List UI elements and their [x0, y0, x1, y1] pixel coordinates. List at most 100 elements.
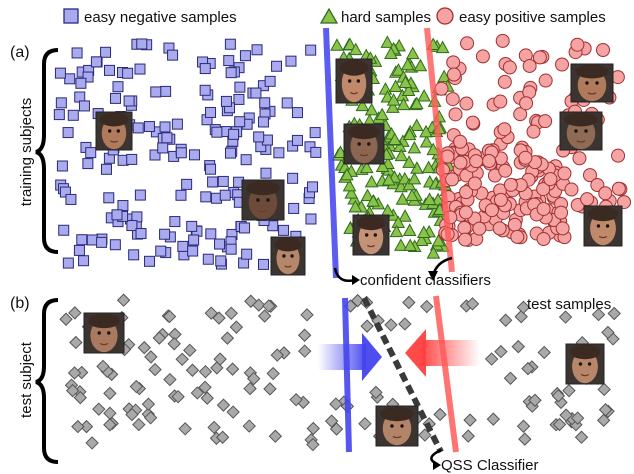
test-diamond-icon: [562, 383, 576, 398]
negative-square-icon: [291, 134, 303, 146]
legend-easy-negative: easy negative samples: [84, 9, 237, 26]
test-diamond-icon: [465, 297, 480, 311]
positive-circle-icon: [538, 114, 553, 129]
test-diamond-icon: [306, 421, 320, 436]
negative-square-icon: [78, 255, 90, 267]
negative-square-icon: [78, 100, 90, 112]
test-diamond-icon: [329, 422, 344, 436]
positive-circle-icon: [617, 195, 632, 210]
negative-square-icon: [103, 64, 115, 76]
hard-triangle-icon: [375, 107, 390, 121]
negative-square-icon: [310, 146, 322, 158]
negative-square-icon: [71, 47, 83, 59]
negative-square-icon: [86, 234, 98, 246]
test-diamond-icon: [596, 413, 611, 428]
negative-square-icon: [228, 128, 240, 140]
blue-shift-arrow-icon: [318, 333, 382, 381]
positive-circle-icon: [484, 203, 499, 218]
negative-square-icon: [251, 44, 263, 56]
legend-circle-icon: [436, 7, 454, 25]
hard-triangle-icon: [378, 82, 393, 95]
positive-circle-icon: [522, 58, 537, 73]
negative-square-icon: [187, 245, 199, 257]
negative-square-icon: [234, 116, 246, 128]
test-diamond-icon: [129, 379, 144, 394]
negative-square-icon: [224, 147, 236, 159]
positive-circle-icon: [497, 122, 512, 137]
negative-square-icon: [205, 163, 217, 175]
hard-triangle-icon: [388, 79, 403, 93]
test-diamond-icon: [266, 366, 280, 381]
positive-circle-icon: [510, 229, 525, 244]
negative-square-icon: [175, 189, 187, 201]
negative-square-icon: [85, 147, 97, 159]
hard-triangle-icon: [435, 40, 450, 54]
positive-circle-icon: [459, 96, 474, 111]
face-photo-icon: [352, 214, 390, 256]
test-diamond-icon: [398, 317, 412, 331]
face-hair: [274, 237, 302, 252]
test-diamond-icon: [268, 429, 283, 443]
test-diamond-icon: [116, 293, 131, 307]
test-diamond-icon: [486, 412, 501, 426]
hard-triangle-icon: [416, 225, 431, 238]
negative-square-icon: [167, 49, 179, 61]
hard-triangle-icon: [407, 140, 422, 154]
negative-square-icon: [175, 147, 187, 159]
test-diamond-icon: [190, 386, 205, 400]
face-hair: [356, 215, 386, 231]
face-mouth: [284, 265, 292, 268]
face-hair: [569, 344, 601, 360]
test-diamond-icon: [243, 381, 257, 396]
negative-square-icon: [304, 141, 316, 153]
negative-square-icon: [177, 240, 189, 252]
negative-square-icon: [278, 224, 290, 236]
negative-square-icon: [258, 258, 270, 270]
positive-circle-icon: [446, 67, 461, 82]
test-diamond-icon: [143, 411, 158, 425]
negative-square-icon: [239, 222, 251, 234]
negative-square-icon: [291, 107, 303, 119]
test-diamond-icon: [167, 337, 181, 351]
negative-square-icon: [90, 56, 102, 68]
test-diamond-icon: [552, 417, 567, 432]
negative-square-icon: [225, 67, 237, 79]
test-diamond-icon: [324, 414, 339, 428]
panel-b-tag: (b): [10, 295, 30, 312]
face-eye: [584, 129, 588, 133]
negative-square-icon: [273, 147, 285, 159]
positive-circle-icon: [543, 172, 558, 187]
hard-triangle-icon: [402, 155, 416, 168]
positive-circle-icon: [519, 96, 534, 111]
test-diamond-icon: [329, 397, 343, 411]
face-eye: [578, 362, 583, 366]
face-eye: [357, 142, 361, 146]
negative-square-icon: [111, 209, 123, 221]
positive-circle-icon: [481, 153, 496, 168]
negative-square-icon: [233, 93, 245, 105]
negative-square-icon: [241, 248, 253, 260]
negative-square-icon: [103, 192, 115, 204]
test-diamond-icon: [183, 343, 197, 358]
hard-triangle-icon: [414, 233, 429, 246]
negative-square-icon: [65, 193, 77, 205]
negative-square-icon: [109, 239, 121, 251]
test-diamond-icon: [225, 362, 240, 376]
positive-circle-icon: [611, 181, 626, 196]
hard-triangle-icon: [419, 134, 434, 148]
positive-circle-icon: [475, 49, 490, 64]
test-diamond-icon: [215, 430, 230, 444]
blue-boundary-line-a: [323, 27, 339, 279]
negative-square-icon: [250, 87, 262, 99]
test-diamond-icon: [216, 398, 231, 412]
test-diamond-icon: [198, 364, 213, 379]
negative-square-icon: [112, 81, 124, 93]
confident-arrowhead-left-icon: [352, 275, 360, 285]
negative-square-icon: [122, 67, 134, 79]
face-eye: [587, 362, 592, 366]
negative-square-icon: [205, 228, 217, 240]
test-diamond-icon: [246, 371, 261, 386]
legend-hard: hard samples: [341, 9, 431, 26]
test-diamond-icon: [360, 319, 374, 333]
test-diamond-icon: [229, 320, 244, 334]
